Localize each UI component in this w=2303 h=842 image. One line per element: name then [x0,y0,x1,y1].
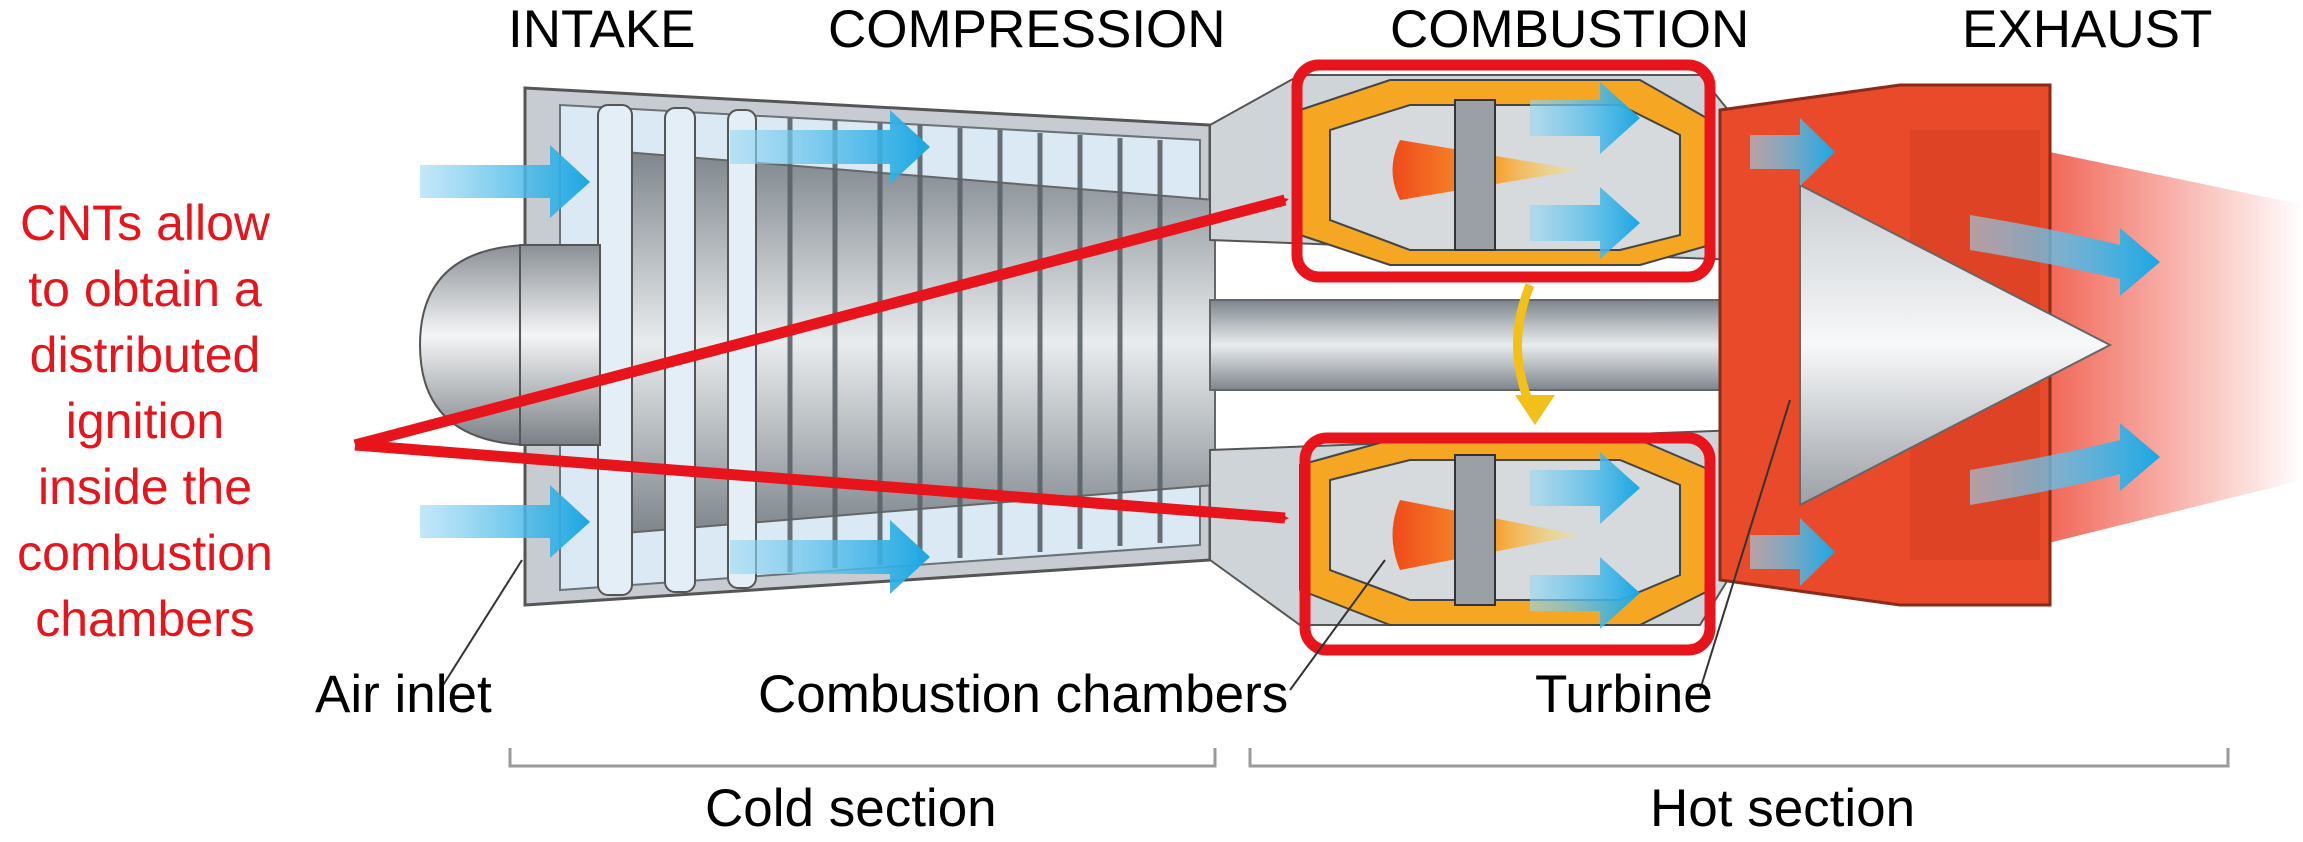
stage-label-compression: COMPRESSION [828,0,1226,59]
rotation-arrow [1513,283,1535,407]
combustion-chamber-top [1299,79,1711,266]
annotation-line: to obtain a [28,261,262,317]
airflow-arrows [420,82,2160,629]
exhaust-cone [1799,183,2113,507]
annotation-line: ignition [65,393,225,449]
main-shaft [1209,299,1771,391]
hot-section-bracket [1248,748,2230,768]
cold-section-bracket [508,748,1217,768]
highlight-box-top [1291,59,1716,283]
annotation-line: CNTs allow [19,195,271,251]
stage-label-exhaust: EXHAUST [1962,0,2213,59]
combustion-chambers-leader [1289,559,1386,691]
annotation-line: chambers [35,591,255,647]
turbine-leader [1699,399,1791,691]
annotation-line: distributed [29,327,261,383]
part-label-combustion-chambers: Combustion chambers [758,665,1289,724]
stage-label-intake: INTAKE [508,0,696,59]
part-label-air-inlet: Air inlet [315,665,492,724]
cnt-annotation: CNTs allow to obtain a distributed ignit… [0,190,290,652]
stage-label-combustion: COMBUSTION [1390,0,1750,59]
annotation-line: combustion [17,525,273,581]
part-label-turbine: Turbine [1535,665,1713,724]
section-label-hot: Hot section [1650,779,1916,838]
pointer-arrow-bottom [354,439,1289,524]
nose-cone [418,243,526,447]
combustion-chamber-bottom [1299,439,1711,626]
pointer-arrow-top [353,194,1289,451]
annotation-line: inside the [37,459,253,515]
section-label-cold: Cold section [705,779,997,838]
air-inlet-leader [439,559,523,691]
highlight-box-bottom [1299,432,1716,656]
